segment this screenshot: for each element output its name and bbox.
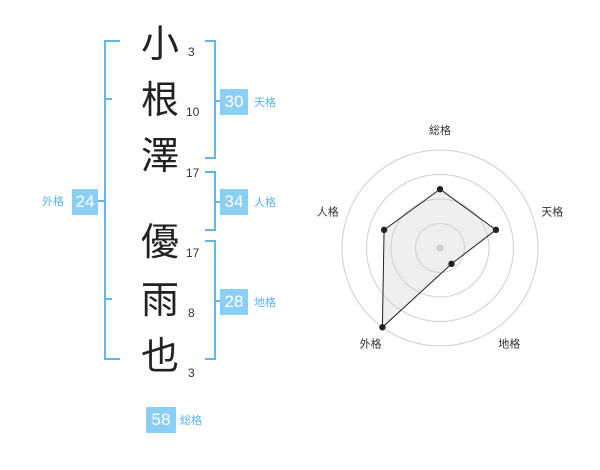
radar-ring-2 [390,198,490,298]
gaikaku-label: 外格 [42,195,64,208]
radar-axis-label-1: 総格 [429,123,451,137]
radar-point-4 [379,324,386,331]
name-char-2: 根 [140,78,179,122]
radar-shape [381,188,497,329]
radar-point-1 [436,186,444,193]
soukaku-value: 58 [146,407,176,433]
tenkaku-value: 30 [220,89,248,115]
radar-points [379,186,500,331]
chikaku-label: 地格 [254,296,276,309]
soukaku-label: 総格 [180,414,202,427]
radar-axis-label-3: 地格 [498,336,520,350]
stroke-count-6: 3 [188,366,195,380]
radar-ring-4 [341,149,539,347]
tenkaku-label: 天格 [254,96,276,109]
name-char-6: 也 [140,334,179,378]
jinkaku-value: 34 [220,189,248,215]
radar-point-2 [492,226,500,234]
name-char-1: 小 [140,22,179,66]
radar-axis-label-5: 人格 [317,205,339,219]
stroke-count-5: 8 [188,306,195,320]
gaikaku-value: 24 [72,189,98,215]
stroke-count-3: 17 [186,166,200,180]
stroke-count-4: 17 [186,246,200,260]
chikaku-value: 28 [220,289,248,315]
radar-point-3 [448,260,455,268]
radar-polygon [381,188,497,329]
radar-center-dot [436,244,444,252]
stroke-count-1: 3 [188,45,195,59]
jinkaku-label: 人格 [254,196,276,209]
name-char-5: 雨 [140,278,179,322]
radar-axis-label-4: 外格 [360,336,382,350]
radar-axis-label-2: 天格 [541,205,563,219]
radar-rings [341,149,539,347]
name-char-3: 澤 [140,134,179,178]
radar-ring-3 [366,174,514,322]
name-char-4: 優 [140,220,179,264]
radar-point-5 [380,226,388,234]
stroke-count-2: 10 [186,105,200,119]
radar-ring-1 [415,223,465,273]
